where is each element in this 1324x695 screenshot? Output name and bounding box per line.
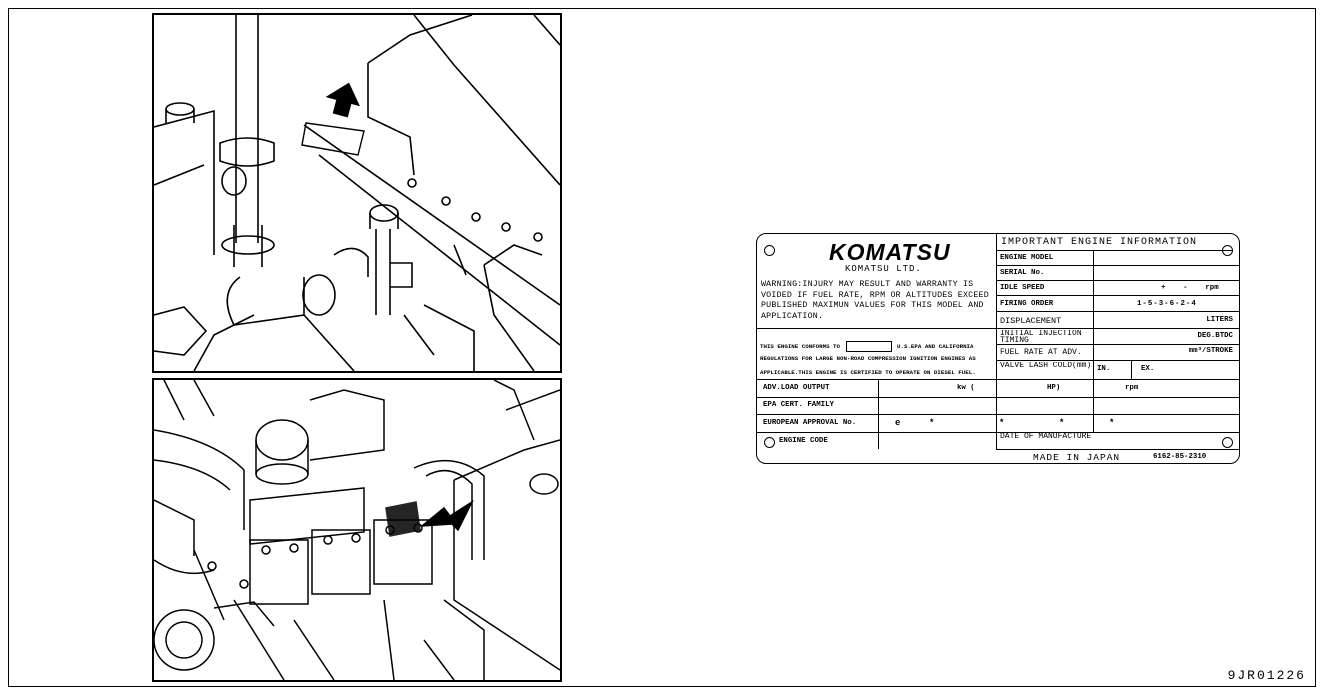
- label-european-approval: EUROPEAN APPROVAL No.: [763, 419, 857, 427]
- label-firing-order: FIRING ORDER: [1000, 300, 1054, 308]
- label-epa-cert-family: EPA CERT. FAMILY: [763, 401, 834, 409]
- conformity-blank-box: [845, 341, 892, 352]
- made-in-label: MADE IN JAPAN: [1033, 452, 1121, 463]
- value-displacement: LITERS: [1206, 316, 1233, 324]
- company-name: KOMATSU LTD.: [845, 264, 922, 274]
- plate-part-number: 6162-85-2310: [1153, 453, 1207, 461]
- label-serial-no: SERIAL No.: [1000, 269, 1045, 277]
- value-star-4: *: [1109, 418, 1115, 428]
- conformity-text-b: U.S.EPA AND CALIFORNIA: [896, 343, 974, 351]
- label-fuel-rate: FUEL RATE AT ADV.: [1000, 348, 1082, 357]
- komatsu-logo: KOMATSU: [829, 239, 951, 265]
- engine-top-illustration: [152, 13, 562, 373]
- value-firing-order: 1-5-3-6-2-4: [1137, 300, 1197, 308]
- value-hp: HP): [1047, 384, 1061, 392]
- rivet-hole-top-left: [764, 245, 775, 256]
- label-idle-speed: IDLE SPEED: [1000, 284, 1045, 292]
- engine-side-drawing: [154, 380, 560, 680]
- value-star-3: *: [1059, 418, 1065, 428]
- value-e-mark: e: [895, 418, 901, 428]
- label-adv-load-output: ADV.LOAD OUTPUT: [763, 384, 830, 392]
- value-rpm: rpm: [1125, 384, 1139, 392]
- value-valve-lash-in: IN.: [1097, 365, 1111, 373]
- label-initial-injection-timing: INITIAL INJECTION TIMING: [1000, 330, 1082, 344]
- engine-side-illustration: [152, 378, 562, 682]
- figure-frame: [8, 8, 1316, 687]
- value-idle-speed: + - rpm: [1161, 284, 1219, 292]
- label-date-of-manufacture: DATE OF MANUFACTURE: [1000, 433, 1092, 440]
- label-engine-model: ENGINE MODEL: [1000, 254, 1054, 262]
- value-star-1: *: [929, 418, 935, 428]
- value-valve-lash-ex: EX.: [1141, 365, 1155, 373]
- conformity-line-2: REGULATIONS FOR LARGE NON-ROAD COMPRESSI…: [760, 355, 976, 362]
- value-star-2: *: [999, 418, 1005, 428]
- label-engine-code: ENGINE CODE: [779, 437, 828, 445]
- value-initial-injection-timing: DEG.BTDC: [1197, 332, 1233, 340]
- plate-header: IMPORTANT ENGINE INFORMATION: [1001, 237, 1198, 248]
- rivet-hole-bottom-right: [1222, 437, 1233, 448]
- conformity-text-a: THIS ENGINE CONFORMS TO: [760, 343, 841, 351]
- engine-top-drawing: [154, 15, 560, 371]
- figure-id: 9JR01226: [1227, 668, 1306, 683]
- engine-information-plate: KOMATSU KOMATSU LTD. WARNING:INJURY MAY …: [756, 233, 1240, 464]
- value-fuel-rate: mm³/STROKE: [1188, 347, 1233, 355]
- rivet-hole-bottom-left: [764, 437, 775, 448]
- label-valve-lash: VALVE LASH COLD(mm): [1000, 362, 1092, 369]
- conformity-line-1: THIS ENGINE CONFORMS TO U.S.EPA AND CALI…: [760, 341, 974, 352]
- warning-text: WARNING:INJURY MAY RESULT AND WARRANTY I…: [761, 280, 989, 321]
- label-displacement: DISPLACEMENT: [1000, 316, 1062, 326]
- conformity-line-3: APPLICABLE.THIS ENGINE IS CERTIFIED TO O…: [760, 369, 976, 376]
- value-kw: kw (: [957, 384, 975, 392]
